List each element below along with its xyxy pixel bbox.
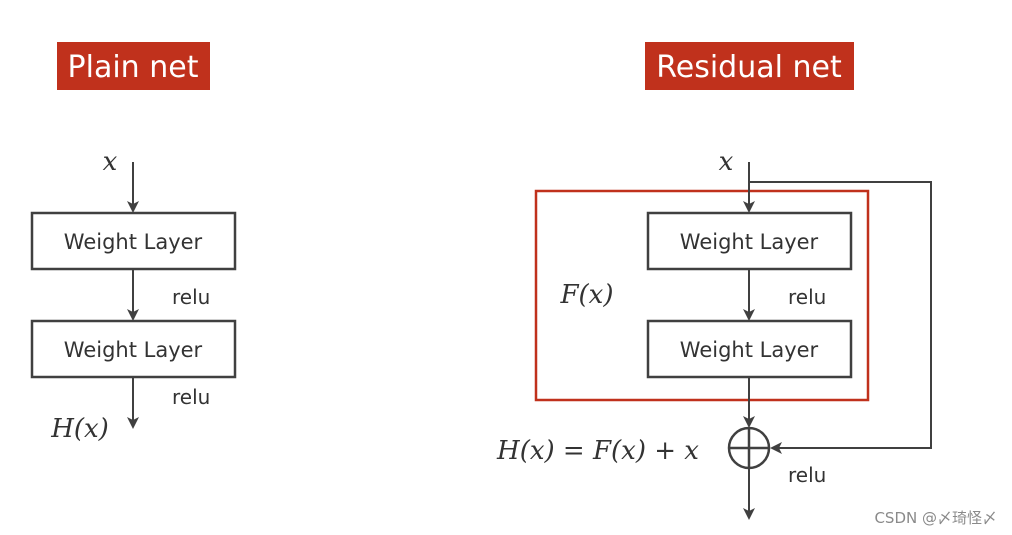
plain-net-input-label: x: [103, 147, 118, 177]
plain-net-title-bg: [57, 42, 210, 90]
residual-net-title: Residual net: [656, 50, 842, 85]
residual-block-frame: [534, 189, 870, 402]
plain-net-relu-label-1: relu: [172, 285, 210, 309]
residual-block-label: F(x): [560, 280, 614, 310]
plain-net-weight-layer-2-label: Weight Layer: [64, 338, 203, 362]
plain-net: Plain net x Weight Layer relu Weight Lay…: [30, 42, 237, 444]
residual-net-relu-label-2: relu: [788, 463, 826, 487]
plain-net-relu-label-2: relu: [172, 385, 210, 409]
residual-net: Residual net x F(x) Weight Layer relu We…: [496, 42, 932, 520]
plus-circle-icon: [727, 426, 771, 470]
identity-shortcut-arrow: [749, 181, 932, 454]
residual-net-weight-layer-1-label: Weight Layer: [680, 230, 819, 254]
plain-net-output-label: H(x): [50, 414, 109, 444]
plain-net-weight-layer-1: [30, 211, 237, 271]
residual-net-relu-label-1: relu: [788, 285, 826, 309]
residual-net-weight-layer-2-label: Weight Layer: [680, 338, 819, 362]
residual-net-weight-layer-1: [646, 211, 853, 271]
residual-equation: H(x) = F(x) + x: [496, 436, 699, 466]
plain-net-weight-layer-2: [30, 319, 237, 379]
watermark: CSDN @〆琦怪〆: [874, 509, 997, 527]
residual-net-weight-layer-2: [646, 319, 853, 379]
residual-net-title-bg: [645, 42, 854, 90]
plain-net-title: Plain net: [68, 50, 199, 85]
plain-net-weight-layer-1-label: Weight Layer: [64, 230, 203, 254]
residual-net-input-label: x: [719, 147, 734, 177]
